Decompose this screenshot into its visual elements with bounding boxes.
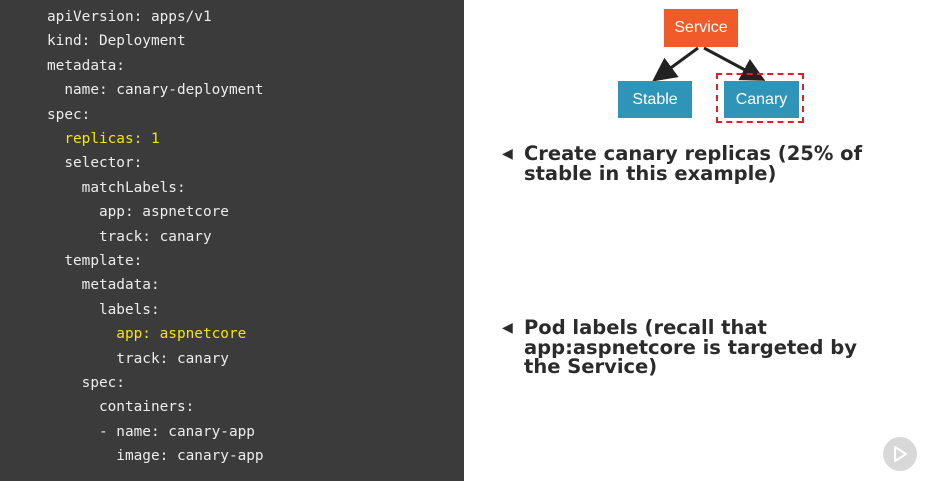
stable-box: Stable [618, 81, 692, 118]
code-line: track: canary [47, 350, 229, 367]
code-line: app: aspnetcore [47, 326, 247, 343]
code-line: image: canary-app [47, 448, 264, 465]
arrow-to-stable [652, 46, 699, 82]
bullet-text: Create canary replicas (25% of stable in… [524, 142, 863, 185]
bullet-text: Pod labels (recall that app:aspnetcore i… [524, 316, 857, 378]
code-line: selector: [47, 155, 143, 172]
code-line: matchLabels: [47, 179, 186, 196]
code-line: app: aspnetcore [47, 204, 229, 221]
code-line: metadata: [47, 277, 160, 294]
yaml-code-panel: apiVersion: apps/v1 kind: Deployment metad… [0, 0, 464, 481]
play-icon [894, 446, 907, 462]
code-line: replicas: 1 [47, 131, 160, 147]
bullet-triangle-icon: ◀ [502, 146, 513, 162]
code-line: containers: [47, 399, 195, 416]
code-line: template: [47, 253, 143, 269]
code-line: kind: Deployment [47, 33, 186, 50]
code-line: spec: [47, 106, 91, 123]
code-line: labels: [47, 301, 160, 318]
code-line: track: canary [47, 228, 212, 245]
code-line: spec: [47, 375, 125, 391]
canary-dashed-outline [716, 73, 804, 123]
code-line: - name: canary-app [47, 423, 255, 440]
code-line: name: canary-deployment [47, 82, 264, 99]
play-button[interactable] [883, 437, 917, 471]
code-line: metadata: [47, 57, 125, 74]
canary-box: Canary [724, 81, 799, 118]
bullet-triangle-icon: ◀ [502, 320, 513, 336]
service-box: Service [664, 9, 738, 47]
code-line: apiVersion: apps/v1 [47, 9, 212, 25]
